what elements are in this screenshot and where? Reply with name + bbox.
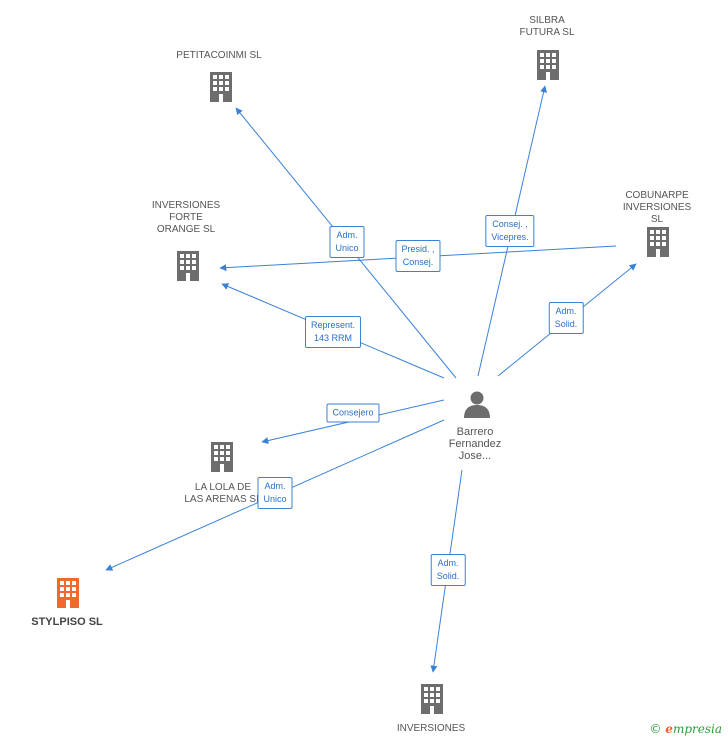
building-icon-la-lola[interactable] — [211, 442, 233, 472]
building-icon-cobunarpe[interactable] — [647, 227, 669, 257]
node-label-stylpiso[interactable]: STYLPISO SL — [31, 616, 103, 628]
node-label-la-lola[interactable]: LA LOLA DE LAS ARENAS SL — [184, 482, 262, 505]
edge-label-adm-solid-bottom: Adm. Solid. — [430, 554, 466, 586]
empresia-logo: © empresia — [649, 722, 722, 736]
node-label-petitacoinmi[interactable]: PETITACOINMI SL — [176, 50, 262, 61]
edge-label-adm-unico-petita: Adm. Unico — [329, 226, 365, 258]
edge-label-represent: Represent. 143 RRM — [304, 316, 362, 348]
node-label-cobunarpe[interactable]: COBUNARPE INVERSIONES SL — [622, 190, 692, 225]
building-icon-silbra[interactable] — [537, 50, 559, 80]
brand-name: mpresia — [672, 722, 722, 736]
edge-label-consejero: Consejero — [326, 403, 380, 423]
building-icon-inversiones-forte[interactable] — [177, 251, 199, 281]
edge-label-adm-unico-stylpiso: Adm. Unico — [257, 477, 293, 509]
copyright-icon: © — [649, 722, 662, 736]
building-icon-inversiones-bottom[interactable] — [421, 684, 443, 714]
node-label-silbra[interactable]: SILBRA FUTURA SL — [519, 15, 575, 38]
node-label-inversiones-bottom[interactable]: INVERSIONES — [396, 723, 466, 734]
building-icon-stylpiso[interactable] — [57, 578, 79, 608]
person-icon[interactable] — [464, 391, 490, 419]
node-label-inversiones-forte[interactable]: INVERSIONES FORTE ORANGE SL — [151, 200, 221, 235]
edge-label-adm-solid-cobunarpe: Adm. Solid. — [548, 302, 584, 334]
edge-label-consej-vicepres: Consej. , Vicepres. — [485, 215, 535, 247]
edge-label-presid-consej: Presid. , Consej. — [395, 240, 441, 272]
node-label-person[interactable]: Barrero Fernandez Jose... — [448, 426, 502, 462]
brand-initial: e — [665, 722, 673, 736]
building-icon-petitacoinmi[interactable] — [210, 72, 232, 102]
